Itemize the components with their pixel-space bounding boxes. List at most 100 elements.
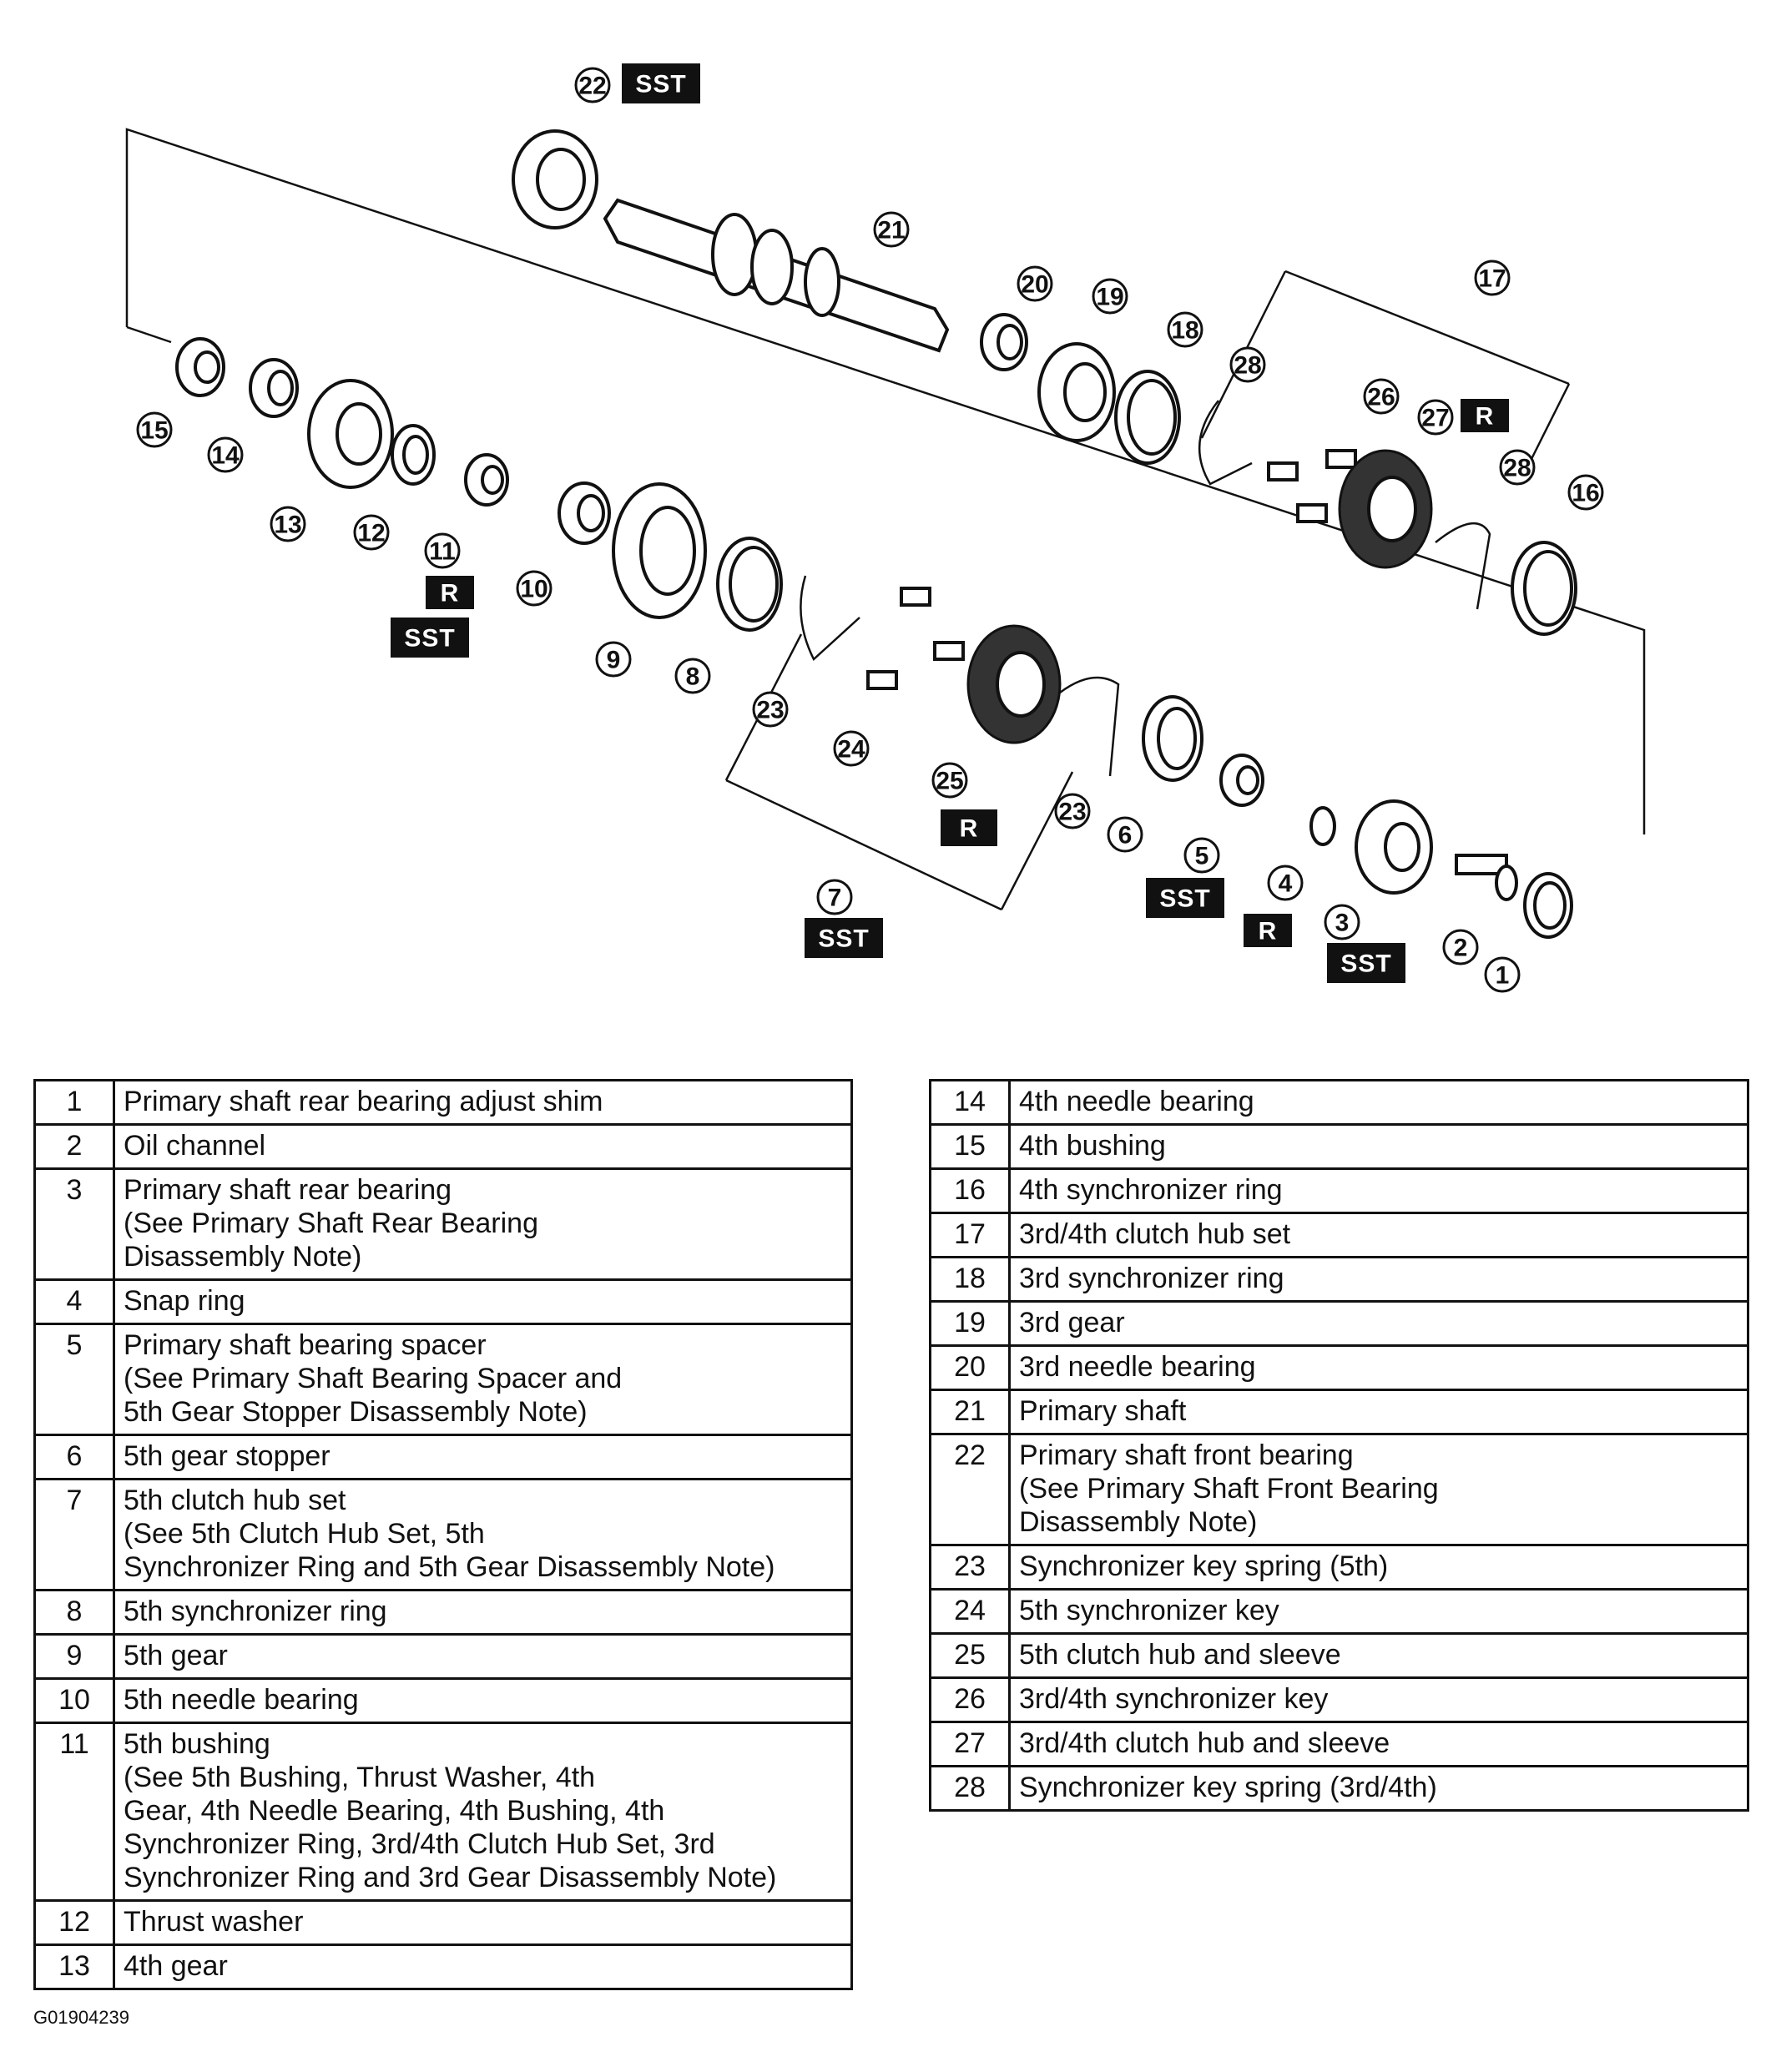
part-4-snap-ring — [1309, 806, 1336, 846]
callout-number: 13 — [274, 512, 301, 539]
callout-circle — [833, 730, 870, 767]
part-description-cell: Primary shaft rear bearing (See Primary … — [113, 1167, 853, 1281]
callout-circle — [1474, 260, 1511, 296]
callout-number: 25 — [936, 768, 963, 795]
callout-circle — [1363, 378, 1400, 415]
part-19-3rd-gear — [1037, 342, 1116, 442]
part-description-cell: 3rd needle bearing — [1008, 1344, 1749, 1391]
part-description-cell: Synchronizer key spring (3rd/4th) — [1008, 1765, 1749, 1812]
callout-number: 7 — [828, 885, 842, 912]
callout-number: 2 — [1454, 935, 1468, 962]
callout-circle — [1567, 474, 1604, 511]
part-6-gear-stopper — [1142, 695, 1203, 782]
callout-circle — [1167, 311, 1203, 348]
replace-tag-label: R — [441, 580, 460, 607]
part-number-cell: 16 — [929, 1167, 1011, 1214]
callout-number: 11 — [429, 538, 456, 566]
part-description-cell: 4th gear — [113, 1943, 853, 1990]
callout-circle — [1054, 793, 1091, 829]
part-description-cell: 4th synchronizer ring — [1008, 1167, 1749, 1214]
sst-tag-box — [805, 918, 883, 958]
callout-number: 12 — [357, 520, 385, 547]
part-description-cell: 5th gear — [113, 1633, 853, 1680]
part-18-synchronizer-ring — [1114, 370, 1181, 465]
sst-tag-label: SST — [818, 925, 869, 953]
callout-number: 5 — [1195, 843, 1209, 870]
part-24-synchronizer-keys — [866, 587, 965, 690]
part-number-cell: 21 — [929, 1389, 1011, 1435]
sst-tag-label: SST — [1159, 885, 1210, 913]
sst-tag-box — [1327, 943, 1405, 983]
part-number-cell: 25 — [929, 1632, 1011, 1679]
part-description-cell: 3rd gear — [1008, 1300, 1749, 1347]
callout-number: 22 — [578, 73, 606, 100]
replace-tag-box — [426, 576, 474, 609]
callout-number: 24 — [837, 736, 865, 764]
part-description-cell: Oil channel — [113, 1123, 853, 1170]
part-description-cell: 4th bushing — [1008, 1123, 1749, 1170]
part-number-cell: 3 — [33, 1167, 115, 1281]
exploded-view-diagram: 1234567891011121314151617181920212223232… — [125, 63, 1646, 993]
sst-tag-box — [622, 63, 700, 103]
part-5-bearing-spacer — [1219, 754, 1264, 807]
callout-number: 19 — [1096, 284, 1123, 311]
part-number-cell: 13 — [33, 1943, 115, 1990]
part-number-cell: 20 — [929, 1344, 1011, 1391]
part-description-cell: 5th clutch hub set (See 5th Clutch Hub S… — [113, 1478, 853, 1591]
part-description-cell: Primary shaft front bearing (See Primary… — [1008, 1433, 1749, 1546]
part-9-5th-gear — [612, 482, 707, 619]
callout-number: 10 — [520, 576, 547, 603]
part-12-thrust-washer — [391, 424, 436, 486]
part-number-cell: 14 — [929, 1079, 1011, 1126]
callout-circle — [816, 879, 853, 915]
part-description-cell: Thrust washer — [113, 1899, 853, 1946]
part-description-cell: 5th needle bearing — [113, 1677, 853, 1724]
part-number-cell: 2 — [33, 1123, 115, 1170]
callout-circle — [270, 506, 306, 542]
part-number-cell: 9 — [33, 1633, 115, 1680]
part-number-cell: 18 — [929, 1256, 1011, 1303]
callout-number: 28 — [1234, 352, 1261, 380]
part-number-cell: 17 — [929, 1212, 1011, 1258]
part-description-cell: 4th needle bearing — [1008, 1079, 1749, 1126]
part-23-key-spring-left — [800, 575, 860, 662]
part-number-cell: 27 — [929, 1721, 1011, 1767]
callout-circle — [424, 532, 461, 569]
part-20-needle-bearing — [980, 313, 1028, 371]
replace-tag-label: R — [1259, 918, 1278, 945]
part-2-oil-channel — [1455, 854, 1518, 901]
part-28-key-spring-lower — [1435, 522, 1491, 610]
callout-number: 9 — [607, 647, 621, 674]
callout-number: 17 — [1478, 265, 1506, 293]
callout-number: 3 — [1335, 910, 1350, 937]
sst-tag-label: SST — [635, 71, 686, 98]
callout-circle — [1183, 837, 1220, 874]
part-11-bushing — [464, 453, 509, 507]
replace-tag-box — [941, 809, 997, 846]
part-15-bushing — [175, 337, 225, 397]
callout-number: 20 — [1021, 271, 1048, 299]
part-28-key-spring-upper — [1198, 400, 1253, 486]
part-26-synchronizer-keys — [1267, 449, 1357, 523]
callout-number: 8 — [686, 663, 700, 691]
callout-number: 28 — [1503, 455, 1531, 482]
callout-number: 6 — [1118, 822, 1133, 849]
part-description-cell: Primary shaft rear bearing adjust shim — [113, 1079, 853, 1126]
part-number-cell: 10 — [33, 1677, 115, 1724]
part-number-cell: 26 — [929, 1676, 1011, 1723]
